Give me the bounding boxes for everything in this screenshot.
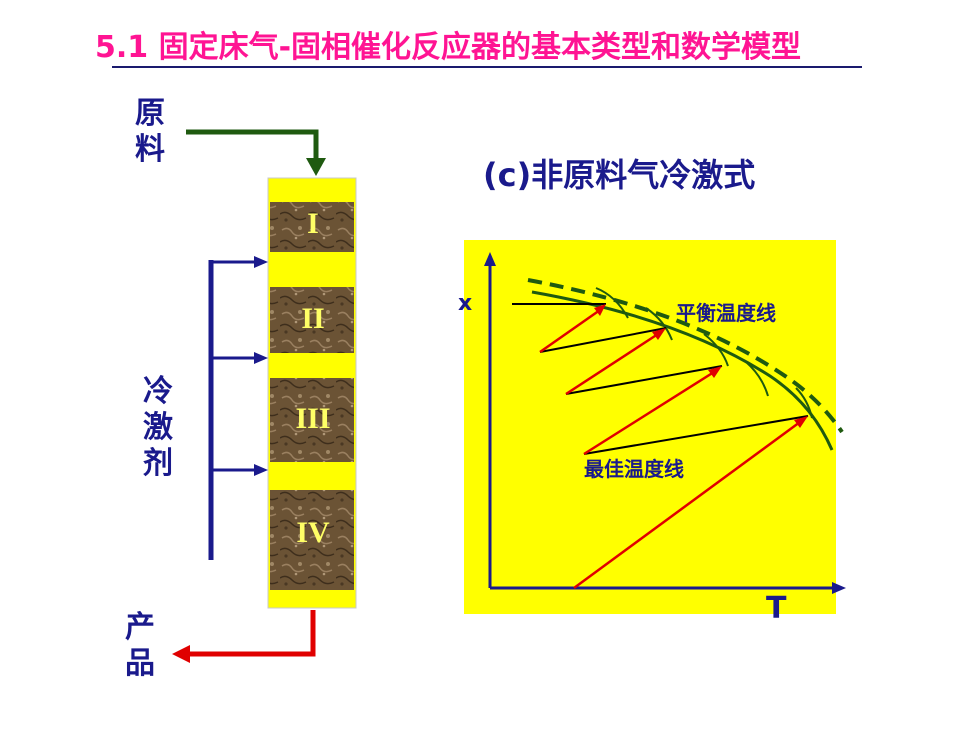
catalyst-bed-2: [270, 287, 354, 353]
catalyst-bed-4: [270, 490, 354, 590]
equilibrium-curve: [527, 278, 844, 434]
diagram-subtitle: (c)非原料气冷激式: [483, 156, 756, 194]
y-axis-label: x: [458, 291, 472, 316]
catalyst-bed-1: [270, 202, 354, 252]
x-axis-label: T: [766, 591, 787, 626]
product-arrow: [172, 610, 316, 663]
reaction-line-3: [583, 366, 722, 456]
reaction-line-1: [539, 304, 606, 354]
bed-label-1: I: [307, 207, 319, 240]
graph-background: [464, 240, 836, 614]
bed-label-4: IV: [296, 516, 330, 549]
quench-line-3: [565, 365, 723, 395]
feed-label: 原料: [135, 96, 165, 167]
reaction-line-2: [565, 328, 666, 396]
catalyst-bed-3: [270, 378, 354, 462]
title-underline: [112, 66, 862, 68]
product-label: 产品: [125, 610, 155, 681]
reaction-line-4: [573, 416, 808, 590]
xt-graph: x T 平衡温度线: [458, 240, 846, 626]
optimum-line-label: 最佳温度线: [584, 457, 684, 481]
quench-agent-label: 冷激剂: [143, 374, 173, 481]
quench-line-2: [539, 327, 667, 353]
equilibrium-line-label: 平衡温度线: [676, 301, 776, 325]
bed-label-3: III: [295, 402, 330, 435]
reactor-column: I II III IV: [267, 177, 357, 609]
quench-arrows: [208, 256, 268, 560]
bed-label-2: II: [301, 302, 324, 335]
quench-line-4: [583, 415, 809, 455]
feed-arrow: [186, 129, 326, 176]
slide-title: 5.1 固定床气-固相催化反应器的基本类型和数学模型: [95, 30, 802, 65]
